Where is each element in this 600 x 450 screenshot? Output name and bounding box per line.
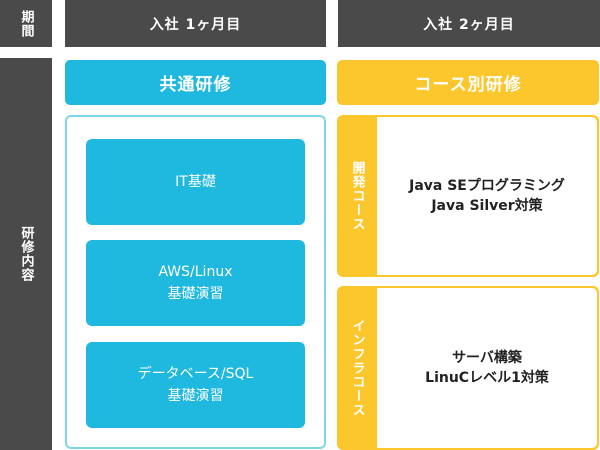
- common-training-band: 共通研修: [65, 60, 326, 105]
- module-line2: 基礎演習: [167, 286, 224, 302]
- course-tab-infrastructure: インフラコース: [337, 286, 377, 450]
- module-line1: IT基礎: [175, 174, 216, 190]
- course-body-infrastructure: サーバ構築 LinuCレベル1対策: [377, 288, 597, 448]
- course-tab-development: 開発コース: [337, 115, 377, 277]
- course-line1: サーバ構築: [452, 350, 522, 366]
- period-header: 期間: [0, 0, 52, 47]
- course-tab-label: 開発コース: [349, 161, 365, 231]
- month1-header: 入社 1ヶ月目: [65, 0, 326, 47]
- course-line2: LinuCレベル1対策: [425, 370, 549, 386]
- course-training-title: コース別研修: [414, 75, 522, 95]
- module-aws-linux: AWS/Linux 基礎演習: [86, 240, 305, 326]
- period-label: 期間: [18, 9, 34, 38]
- content-label: 研修内容: [18, 226, 34, 282]
- module-line1: AWS/Linux: [158, 264, 233, 280]
- course-body-development: Java SEプログラミング Java Silver対策: [377, 117, 597, 275]
- course-infrastructure: インフラコース サーバ構築 LinuCレベル1対策: [337, 286, 599, 450]
- course-line1: Java SEプログラミング: [409, 178, 565, 194]
- month2-label: 入社 2ヶ月目: [423, 16, 515, 33]
- module-database-sql: データベース/SQL 基礎演習: [86, 342, 305, 428]
- course-line2: Java Silver対策: [431, 198, 543, 214]
- module-it-basics: IT基礎: [86, 139, 305, 225]
- month1-label: 入社 1ヶ月目: [149, 16, 242, 33]
- course-training-band: コース別研修: [337, 60, 599, 105]
- course-development: 開発コース Java SEプログラミング Java Silver対策: [337, 115, 599, 277]
- common-training-title: 共通研修: [159, 75, 232, 95]
- module-line1: データベース/SQL: [137, 366, 254, 382]
- content-side-header: 研修内容: [0, 58, 52, 450]
- course-tab-label: インフラコース: [349, 319, 365, 417]
- month2-header: 入社 2ヶ月目: [338, 0, 600, 47]
- module-line2: 基礎演習: [167, 388, 224, 404]
